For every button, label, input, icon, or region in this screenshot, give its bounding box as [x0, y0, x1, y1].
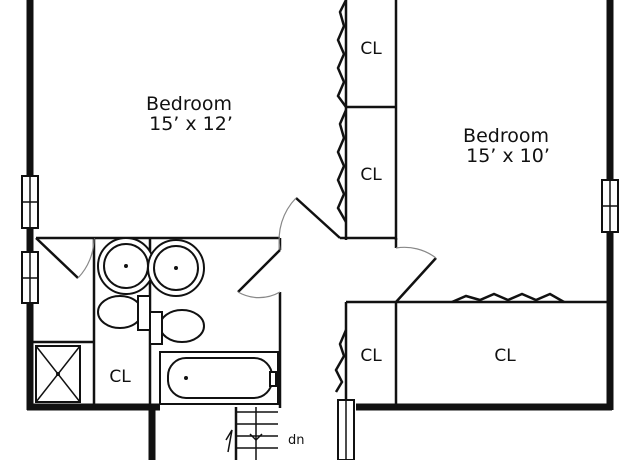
bedroom-right-name: Bedroom	[463, 125, 549, 147]
stairs	[225, 399, 355, 460]
bedroom-left-size: 15’ x 12’	[149, 113, 233, 135]
stair-arrow-icon	[249, 433, 263, 442]
stair-break-icon	[225, 429, 233, 453]
closet-label-upper: CL	[360, 39, 382, 59]
door-swing-bath	[237, 291, 281, 299]
bifold-door-right-closet	[451, 292, 565, 304]
toilet-right	[159, 309, 205, 343]
bifold-door-mid	[336, 109, 348, 223]
closet-label-bath: CL	[109, 367, 131, 387]
door-swing-left-bedroom	[278, 197, 297, 251]
closet-label-hall: CL	[360, 346, 382, 366]
bath-fixtures	[35, 237, 279, 405]
door-bath	[237, 249, 281, 293]
door-swing-right-bedroom	[395, 246, 437, 259]
door-right-bedroom	[395, 257, 437, 303]
door-left-bedroom	[295, 197, 341, 239]
window-left-upper	[21, 175, 39, 229]
stairs-down-label: dn	[288, 433, 305, 448]
labels: Bedroom 15’ x 12’ Bedroom 15’ x 10’ CL C…	[109, 39, 550, 448]
swing-doors	[35, 197, 437, 303]
closet-doors	[334, 0, 565, 393]
bedroom-right-size: 15’ x 10’	[466, 145, 550, 167]
windows	[21, 175, 619, 304]
bifold-door-hall-closet	[334, 329, 348, 393]
walls	[26, 0, 614, 460]
interior-walls	[30, 0, 610, 408]
bedroom-left-name: Bedroom	[146, 93, 232, 115]
door-left-corner	[35, 237, 79, 279]
bifold-door-upper	[336, 0, 348, 108]
closet-label-mid: CL	[360, 165, 382, 185]
closet-label-right: CL	[494, 346, 516, 366]
door-swing-left-corner	[77, 237, 95, 279]
window-right	[601, 179, 619, 233]
window-left-lower	[21, 251, 39, 304]
toilet-left	[97, 295, 143, 329]
